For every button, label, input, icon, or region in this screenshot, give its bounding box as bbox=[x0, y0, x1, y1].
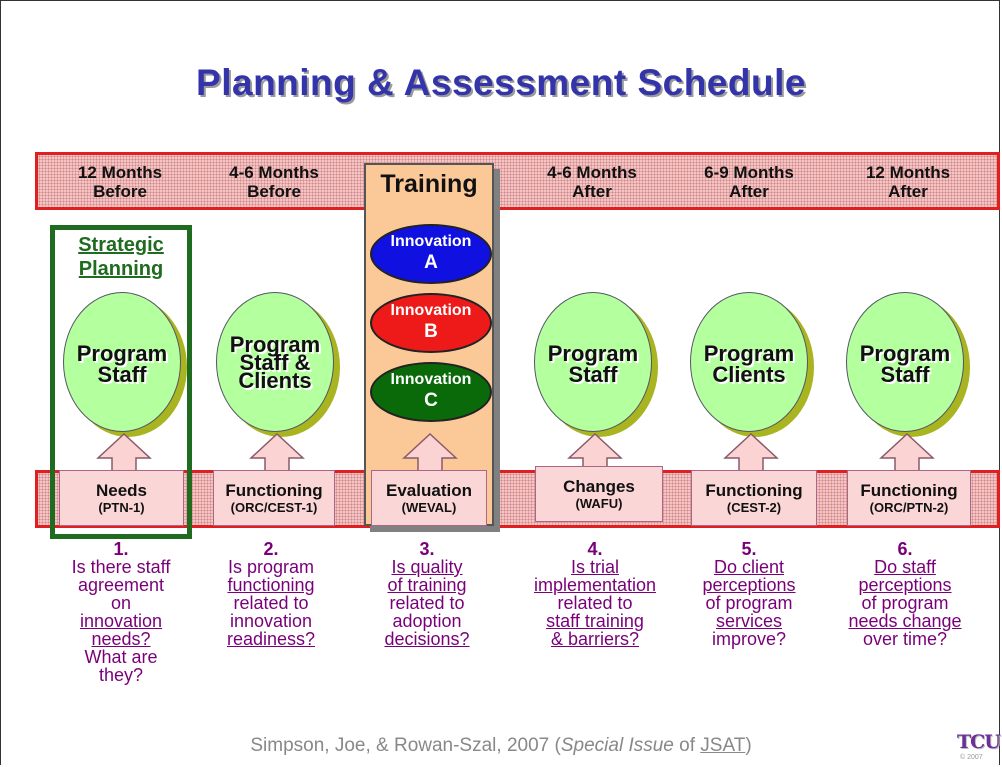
assessment-box-4: Changes(WAFU) bbox=[535, 466, 663, 522]
training-title: Training bbox=[380, 170, 478, 198]
citation: Simpson, Joe, & Rowan-Szal, 2007 (Specia… bbox=[250, 735, 752, 756]
circle-program-staff-3 bbox=[846, 292, 964, 432]
strategic-planning-box bbox=[50, 225, 192, 539]
question-1: 1. Is there staff agreement on innovatio… bbox=[71, 539, 171, 685]
question-6: 6. Do staff perceptions of program needs… bbox=[848, 539, 962, 649]
assessment-box-1: Needs(PTN-1) bbox=[59, 470, 184, 526]
timeline-band bbox=[35, 152, 1000, 210]
circle-program-staff-clients bbox=[216, 292, 334, 432]
assessment-box-2: Functioning(ORC/CEST-1) bbox=[213, 470, 335, 526]
question-5: 5. Do client perceptions of program serv… bbox=[702, 539, 796, 649]
question-3: 3. Is quality of training related to ado… bbox=[384, 539, 470, 649]
slide-title: Planning & Assessment Schedule bbox=[196, 62, 806, 103]
circle-program-staff-1 bbox=[63, 292, 181, 432]
circle-program-staff-2 bbox=[534, 292, 652, 432]
tcu-copyright: © 2007 bbox=[960, 754, 983, 761]
assessment-box-6: Functioning(ORC/PTN-2) bbox=[847, 470, 971, 526]
tcu-logo: TCU bbox=[957, 731, 1001, 753]
assessment-band bbox=[35, 470, 1000, 528]
question-4: 4. Is trial implementation related to st… bbox=[533, 539, 657, 649]
question-2: 2. Is program functioning related to inn… bbox=[226, 539, 316, 649]
assessment-box-5: Functioning(CEST-2) bbox=[691, 470, 817, 526]
assessment-box-3: Evaluation(WEVAL) bbox=[371, 470, 487, 526]
circle-program-clients bbox=[690, 292, 808, 432]
